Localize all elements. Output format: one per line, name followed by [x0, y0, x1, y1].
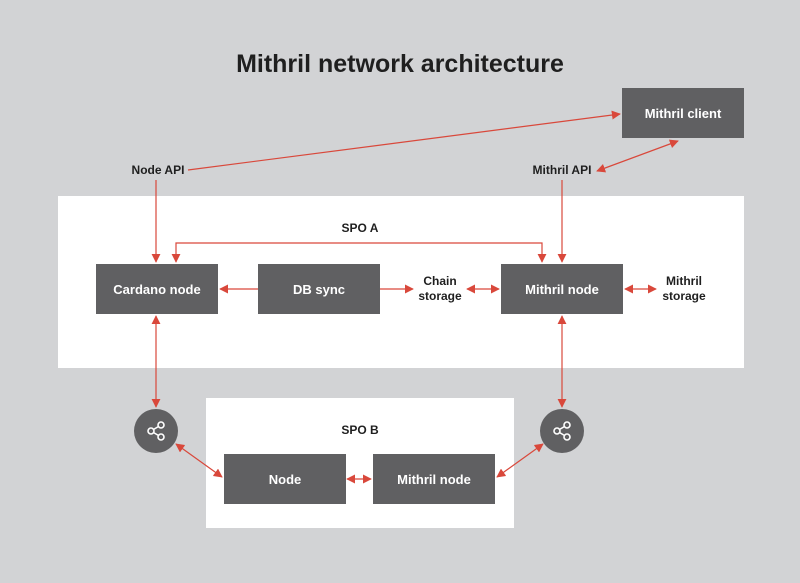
arrow-cardano-mithril-bracket	[171, 242, 547, 263]
diagram-title: Mithril network architecture	[236, 50, 564, 78]
db-sync-box: DB sync	[258, 264, 380, 314]
arrow-hub-node	[175, 443, 223, 478]
spo-a-label: SPO A	[341, 221, 379, 235]
mithril-client-box: Mithril client	[622, 88, 744, 138]
mithril-api-label: Mithril API	[532, 163, 592, 177]
cardano-node-box: Cardano node	[96, 264, 218, 314]
network-hub-left	[134, 409, 178, 453]
arrow-mithril-b-hub	[496, 443, 544, 478]
node-api-label: Node API	[131, 163, 185, 177]
chain-storage-label: Chain storage	[418, 274, 462, 303]
network-hub-right	[540, 409, 584, 453]
arrow-node-api-to-client	[187, 110, 621, 171]
node-b-box: Node	[224, 454, 346, 504]
mithril-node-b-box: Mithril node	[373, 454, 495, 504]
mithril-node-a-box: Mithril node	[501, 264, 623, 314]
arrow-client-mithril-api	[596, 139, 679, 173]
mithril-storage-label: Mithril storage	[662, 274, 706, 303]
share-icon	[553, 421, 571, 441]
spo-b-label: SPO B	[341, 423, 379, 437]
share-icon	[147, 421, 165, 441]
